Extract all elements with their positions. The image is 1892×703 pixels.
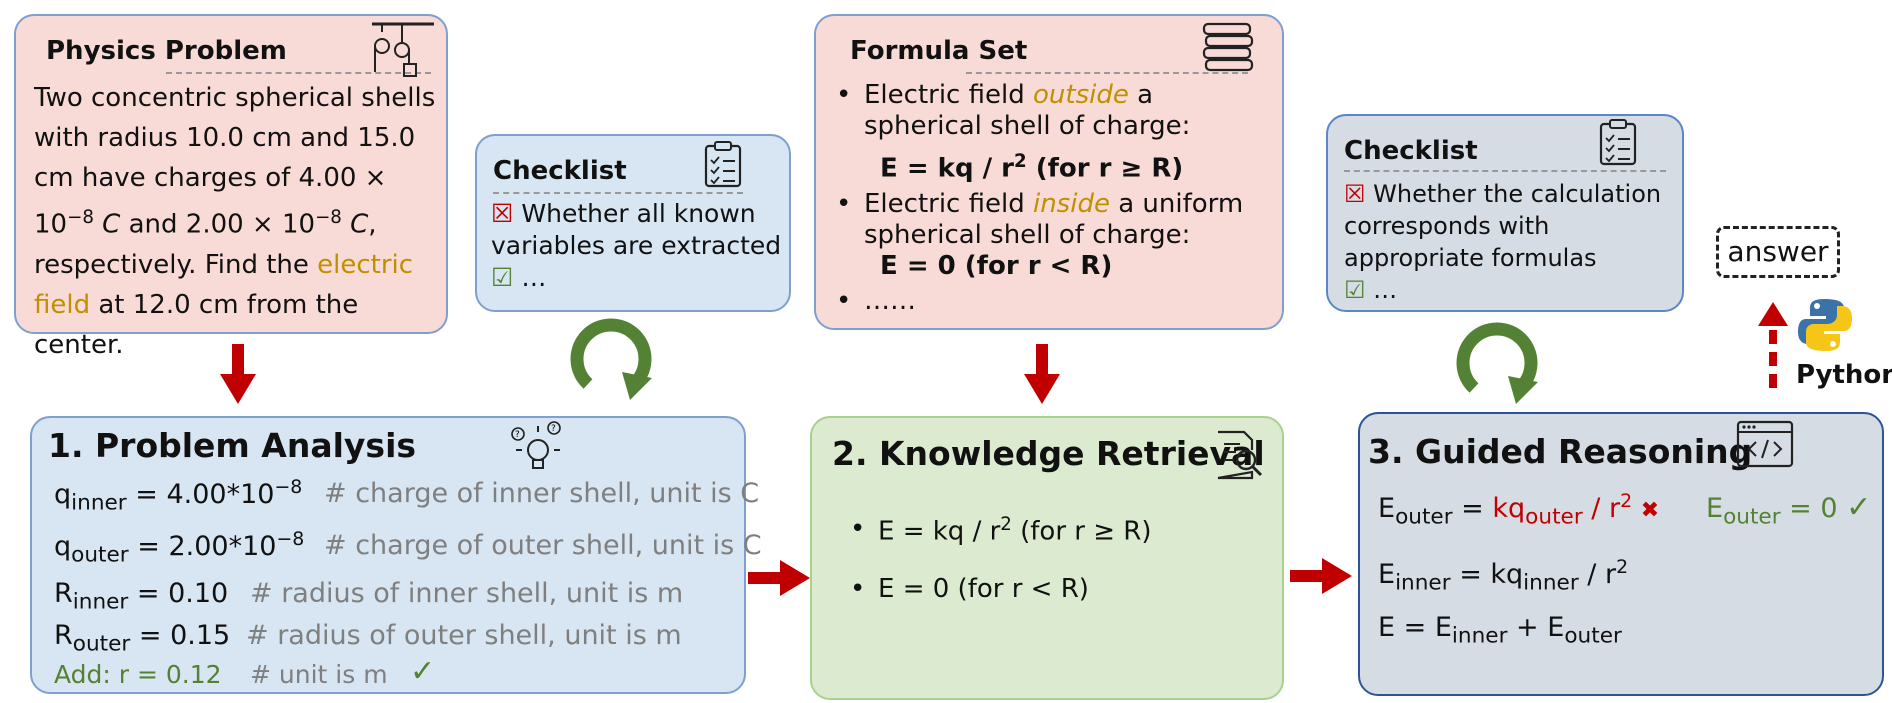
checklist-items: ☒ Whether the calculation corresponds wi… bbox=[1344, 180, 1662, 304]
knowledge-retrieval-title: 2. Knowledge Retrieval bbox=[832, 434, 1265, 473]
guided-reasoning-title: 3. Guided Reasoning bbox=[1368, 432, 1753, 471]
check-mark-icon: ✓ bbox=[410, 654, 436, 689]
right-arrow-1 bbox=[748, 560, 810, 596]
reasoning-step-1: Eouter = kqouter / r2 ✖ bbox=[1378, 490, 1660, 530]
physics-problem-text: Two concentric spherical shells with rad… bbox=[34, 83, 436, 360]
python-icon bbox=[1798, 299, 1852, 351]
answer-box: answer bbox=[1716, 226, 1840, 278]
divider bbox=[1344, 170, 1666, 172]
clipboard-icon bbox=[704, 141, 742, 188]
svg-text:?: ? bbox=[551, 424, 556, 434]
python-label: Python bbox=[1796, 360, 1892, 390]
formula-set-box: Formula Set Electric field outside a sph… bbox=[814, 14, 1284, 330]
added-variable: Add: r = 0.12 bbox=[54, 660, 222, 689]
retrieved-formula-1: E = kq / r2 (for r ≥ R) bbox=[850, 514, 1151, 547]
formula-set-title: Formula Set bbox=[850, 36, 1028, 66]
lightbulb-idea-icon: ? ? bbox=[511, 421, 561, 469]
comment: # charge of inner shell, unit is C bbox=[324, 478, 760, 509]
checklist-title: Checklist bbox=[493, 156, 627, 186]
reasoning-step-2: Einner = kqinner / r2 bbox=[1378, 556, 1629, 596]
check-mark-icon: ✓ bbox=[1846, 490, 1872, 525]
divider bbox=[493, 192, 743, 194]
divider bbox=[966, 72, 1248, 74]
corrected-step-1: Eouter = 0 ✓ bbox=[1706, 490, 1872, 530]
var-r-outer: Router = 0.15 bbox=[54, 620, 231, 657]
knowledge-retrieval-box: 2. Knowledge Retrieval E = kq / r2 (for … bbox=[810, 416, 1284, 700]
formula-bullets: Electric field outside a spherical shell… bbox=[836, 80, 1274, 317]
down-arrow-2 bbox=[1024, 344, 1060, 404]
physics-problem-title: Physics Problem bbox=[46, 36, 287, 66]
reasoning-step-3: E = Einner + Eouter bbox=[1378, 612, 1622, 649]
svg-text:?: ? bbox=[515, 430, 520, 440]
refresh-cycle-icon bbox=[570, 318, 652, 400]
var-q-inner: qinner = 4.00*10−8 bbox=[54, 476, 303, 516]
cross-mark-icon: ✖ bbox=[1640, 498, 1660, 523]
guided-reasoning-box: 3. Guided Reasoning Eouter = kqouter / r… bbox=[1358, 412, 1884, 696]
retrieved-formula-2: E = 0 (for r < R) bbox=[850, 574, 1089, 604]
check-mark-icon: ☑ bbox=[1344, 276, 1366, 304]
physics-problem-box: Physics Problem Two concentric spherical… bbox=[14, 14, 448, 360]
fail-mark-icon: ☒ bbox=[1344, 180, 1366, 208]
checklist-box-1: Checklist ☒ Whether all known variables … bbox=[475, 134, 791, 312]
refresh-cycle-icon bbox=[1456, 322, 1538, 404]
var-q-outer: qouter = 2.00*10−8 bbox=[54, 528, 305, 568]
right-arrow-2 bbox=[1290, 558, 1352, 594]
fail-mark-icon: ☒ bbox=[491, 199, 514, 228]
comment: # radius of outer shell, unit is m bbox=[246, 620, 682, 651]
var-r-inner: Rinner = 0.10 bbox=[54, 578, 229, 615]
pulley-icon bbox=[372, 22, 434, 77]
books-icon bbox=[1202, 22, 1254, 72]
comment: # charge of outer shell, unit is C bbox=[324, 530, 762, 561]
dashed-up-arrow bbox=[1758, 302, 1788, 390]
check-mark-icon: ☑ bbox=[491, 263, 514, 292]
divider bbox=[166, 72, 431, 74]
clipboard-icon bbox=[1599, 119, 1637, 166]
problem-analysis-box: 1. Problem Analysis ? ? qinner = 4.00*10… bbox=[30, 416, 762, 694]
problem-analysis-title: 1. Problem Analysis bbox=[48, 426, 417, 465]
checklist-items: ☒ Whether all known variables are extrac… bbox=[491, 199, 782, 292]
down-arrow-1 bbox=[220, 344, 256, 404]
comment: # unit is m bbox=[250, 660, 388, 689]
checklist-title: Checklist bbox=[1344, 136, 1478, 166]
answer-label: answer bbox=[1727, 235, 1829, 268]
code-window-icon bbox=[1736, 420, 1794, 468]
comment: # radius of inner shell, unit is m bbox=[250, 578, 684, 609]
document-search-icon bbox=[1217, 430, 1263, 480]
checklist-box-2: Checklist ☒ Whether the calculation corr… bbox=[1326, 114, 1684, 312]
